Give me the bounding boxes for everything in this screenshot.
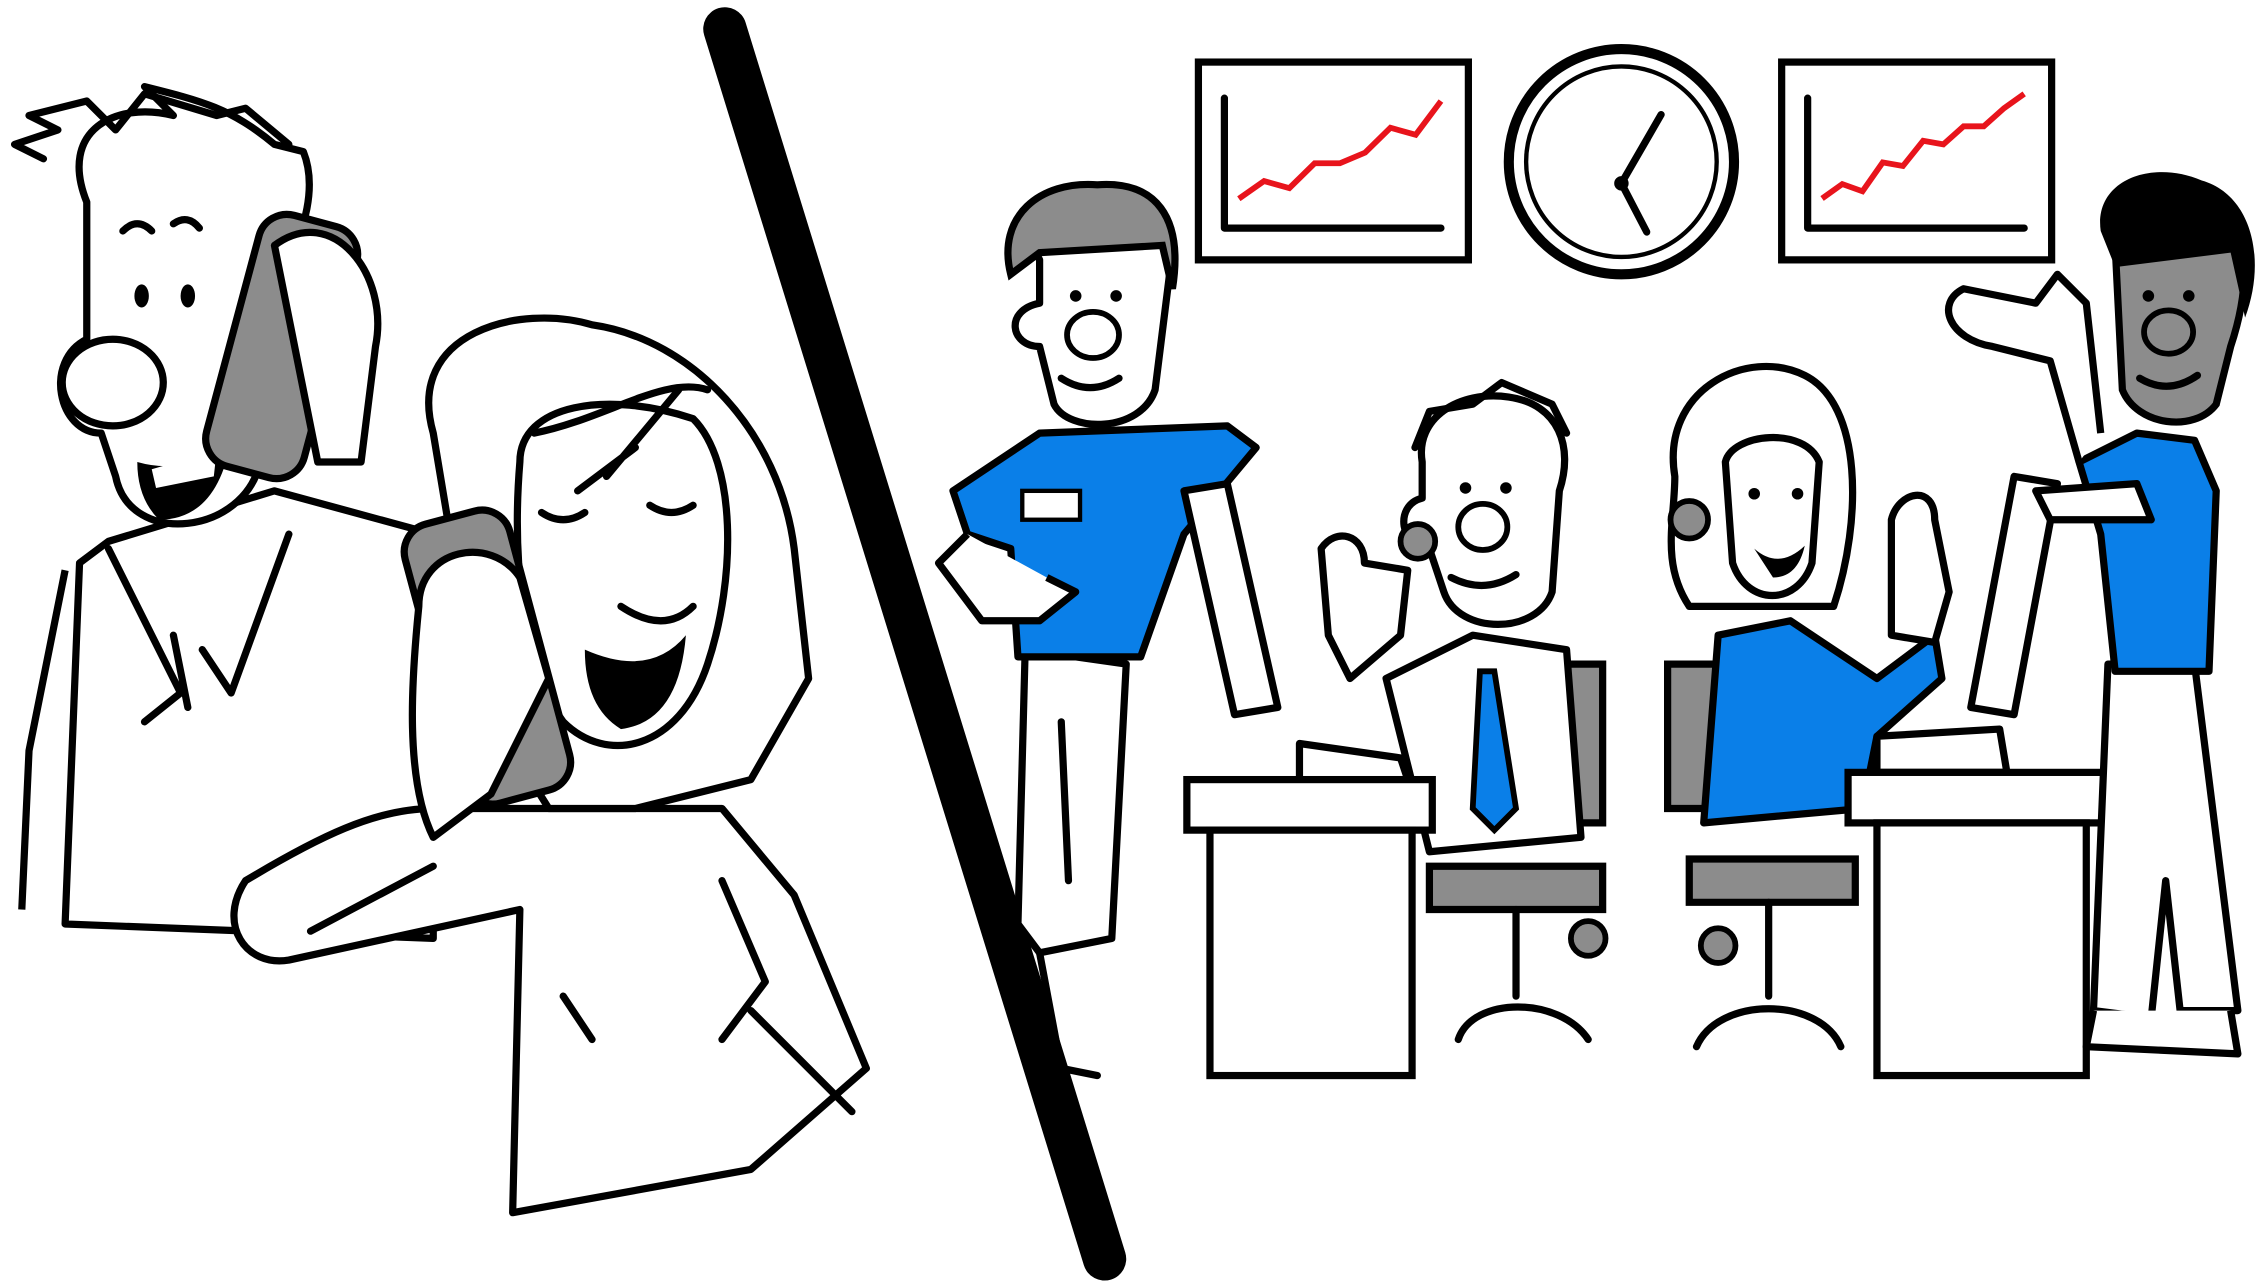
hour-hand xyxy=(1617,179,1651,236)
trend-line xyxy=(1820,91,2026,201)
agent-standing-right xyxy=(1944,172,2255,1058)
agent-standing-left xyxy=(934,180,1260,1080)
woman-on-phone xyxy=(230,314,870,1217)
headset-icon xyxy=(1397,521,1439,562)
headset-icon xyxy=(1667,498,1711,542)
wall-chart-left xyxy=(1194,58,1472,264)
man-on-phone xyxy=(10,83,437,943)
minute-hand xyxy=(1617,110,1665,187)
desk-right xyxy=(1844,472,2112,1080)
trend-line xyxy=(1237,99,1444,202)
divider-bar xyxy=(703,7,1127,1281)
wall-clock xyxy=(1503,44,1740,280)
desk-left xyxy=(1183,775,1436,1080)
man-nose xyxy=(58,335,167,430)
agent-seated-female xyxy=(1664,362,1953,1051)
wall-chart-right xyxy=(1778,58,2056,264)
